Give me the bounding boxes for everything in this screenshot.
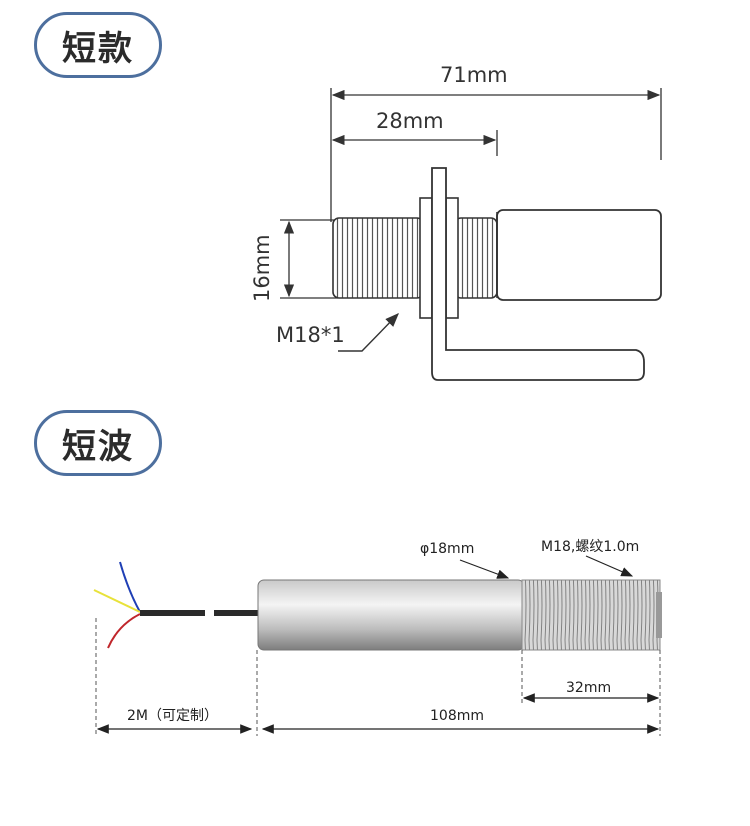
section-badge-label: 短波	[62, 426, 134, 467]
wire-red	[107, 613, 141, 649]
diameter-label: φ18mm	[420, 541, 474, 557]
top-dimension-diagram: 71mm 28mm 16mm M18*1	[250, 63, 662, 381]
sensor-body	[257, 579, 525, 651]
diameter-leader-line	[459, 559, 510, 579]
mounting-bracket	[431, 167, 645, 381]
threaded-body	[332, 217, 424, 299]
dim-label-108mm: 108mm	[430, 708, 484, 724]
dim-label-16mm: 16mm	[250, 234, 274, 302]
dim-label-32mm: 32mm	[566, 680, 611, 696]
section-badge-short-wave: 短波	[34, 410, 162, 476]
section-badge-label: 短款	[62, 28, 134, 69]
bottom-dimension-diagram: φ18mm M18,螺纹1.0m 32mm 2M（可定制） 108mm	[93, 539, 662, 736]
section-badge-short: 短款	[34, 12, 162, 78]
wire-yellow	[93, 589, 141, 613]
nut	[445, 197, 459, 319]
thread-spec-label: M18*1	[276, 323, 345, 347]
thread-leader-line	[338, 312, 399, 352]
dim-label-28mm: 28mm	[376, 109, 444, 133]
thread-leader-line	[585, 555, 634, 577]
threaded-body	[454, 217, 498, 299]
thread-spec-label: M18,螺纹1.0m	[541, 539, 639, 555]
threaded-section	[521, 579, 661, 651]
dim-label-cable: 2M（可定制）	[127, 708, 218, 724]
wire-blue	[119, 561, 141, 613]
nut	[419, 197, 433, 319]
smooth-body	[496, 209, 662, 301]
dim-label-71mm: 71mm	[440, 63, 508, 87]
